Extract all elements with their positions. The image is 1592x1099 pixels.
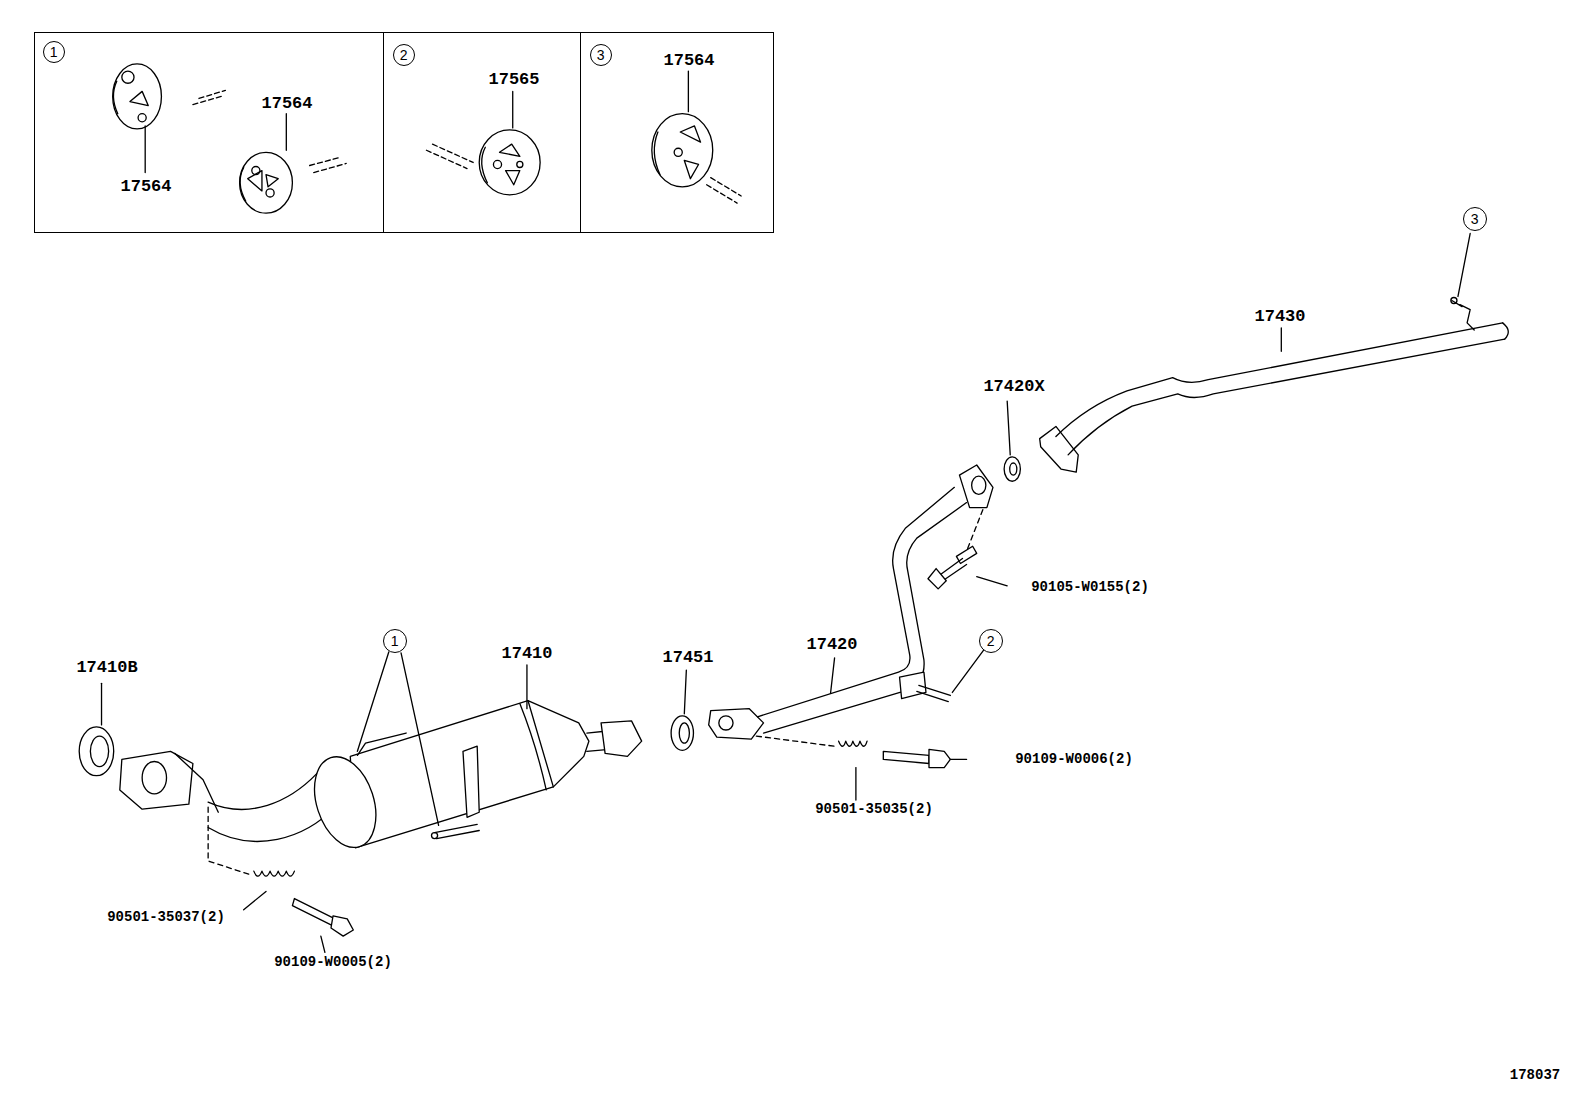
inset-panel: 17564 3 <box>580 32 774 233</box>
catalytic-converter <box>120 652 642 855</box>
part-number: 17410 <box>499 645 554 662</box>
part-number: 17565 <box>486 71 541 88</box>
callout-number: 2 <box>987 634 995 648</box>
tail-pipe <box>1040 234 1509 473</box>
part-number: 90109-W0006(2) <box>1013 752 1135 766</box>
part-number: 17430 <box>1252 308 1307 325</box>
callout-number: 3 <box>597 48 605 62</box>
part-number: 90109-W0005(2) <box>272 955 394 969</box>
callout-number: 1 <box>50 45 58 59</box>
inset-panel: 17565 2 <box>383 32 581 233</box>
part-number: 17410B <box>74 659 139 676</box>
part-number: 17420 <box>804 636 859 653</box>
part-number: 90501-35037(2) <box>105 910 227 924</box>
inset-panel: 17564 17564 1 <box>34 32 384 233</box>
part-number: 17564 <box>259 95 314 112</box>
callout-circle: 1 <box>383 629 407 653</box>
gasket <box>79 683 114 775</box>
callout-circle: 1 <box>43 41 65 63</box>
callout-number: 3 <box>1471 212 1479 226</box>
callout-number: 1 <box>391 634 399 648</box>
figure-number: 178037 <box>1508 1068 1562 1082</box>
exhaust-pipe <box>709 465 1007 800</box>
part-number: 17564 <box>661 52 716 69</box>
hanger-rubber <box>426 91 540 195</box>
hanger-rubber <box>652 71 741 203</box>
part-number: 17451 <box>660 649 715 666</box>
callout-circle: 3 <box>1463 207 1487 231</box>
part-number: 90501-35035(2) <box>813 802 935 816</box>
part-number: 17420X <box>981 378 1046 395</box>
gasket <box>1004 401 1020 481</box>
bolt-spring <box>208 807 353 952</box>
gasket <box>671 670 693 750</box>
callout-circle: 3 <box>590 44 612 66</box>
part-number: 17564 <box>118 178 173 195</box>
callout-circle: 2 <box>393 44 415 66</box>
callout-circle: 2 <box>979 629 1003 653</box>
part-number: 90105-W0155(2) <box>1029 580 1151 594</box>
callout-number: 2 <box>400 48 408 62</box>
hanger-rubber <box>113 64 347 213</box>
